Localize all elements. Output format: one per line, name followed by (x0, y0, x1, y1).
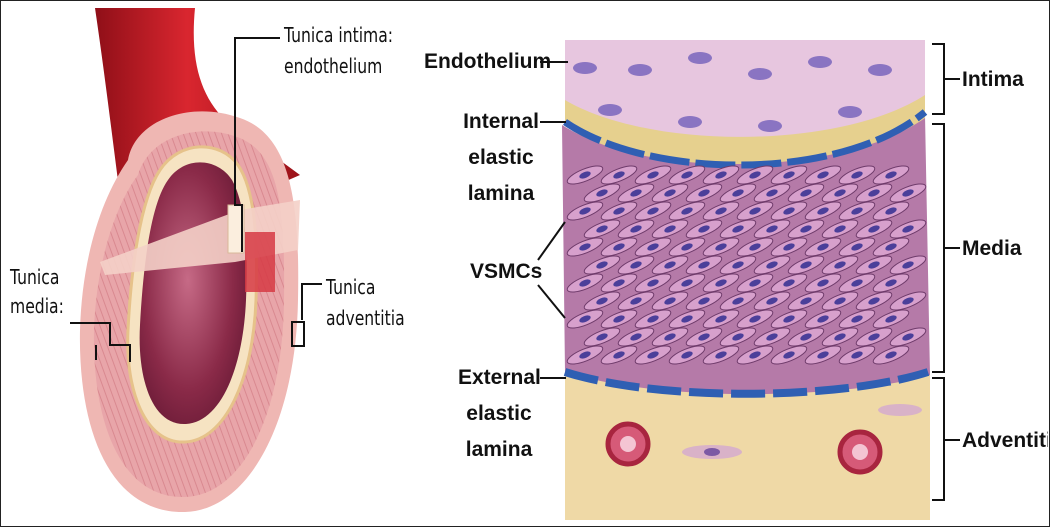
tunica-media-line2: media: (10, 295, 64, 318)
internal-line3: lamina (462, 182, 540, 206)
tunica-media-label: Tunica media: (10, 266, 64, 318)
external-line3: lamina (458, 438, 540, 462)
endothelial-cell-nucleus (808, 56, 832, 68)
intima-label: Intima (962, 68, 1024, 92)
vsmcs-label: VSMCs (470, 260, 542, 284)
adventitia-bracket (932, 378, 944, 500)
endothelial-cell-nucleus (868, 64, 892, 76)
internal-line1: Internal (462, 110, 540, 134)
internal-line2: elastic (462, 146, 540, 170)
tunica-adventitia-label: Tunica adventitia (326, 276, 405, 330)
adventitia-label: Adventitia (962, 429, 1048, 453)
endothelial-cell-nucleus (758, 120, 782, 132)
tunica-intima-line1: Tunica intima: (284, 24, 393, 47)
external-elastic-lamina-label: External elastic lamina (458, 366, 540, 462)
endothelial-cell-nucleus (838, 106, 862, 118)
endothelial-cell-nucleus (628, 64, 652, 76)
media-bracket (932, 124, 944, 372)
endothelial-cell-nucleus (573, 62, 597, 74)
tunica-intima-line2: endothelium (284, 55, 393, 78)
endothelial-cell-nucleus (678, 116, 702, 128)
histology-panel (562, 40, 930, 520)
vsmcs-leader-bottom (538, 285, 565, 318)
endothelial-cell-nucleus (748, 68, 772, 80)
media-cut-block (245, 232, 275, 292)
endothelial-cell-nucleus (598, 104, 622, 116)
external-line2: elastic (458, 402, 540, 426)
tunica-media-line1: Tunica (10, 266, 64, 289)
tunica-intima-label: Tunica intima: endothelium (284, 24, 393, 78)
adventitia-leader-line (302, 284, 322, 320)
endothelial-cell-nucleus (688, 52, 712, 64)
vsmcs-leader-top (538, 222, 565, 260)
endothelium-label: Endothelium (424, 50, 551, 74)
media-label: Media (962, 237, 1022, 261)
external-line1: External (458, 366, 540, 390)
tunica-adventitia-line2: adventitia (326, 307, 405, 330)
intima-bracket (932, 44, 944, 114)
tunica-adventitia-line1: Tunica (326, 276, 405, 299)
internal-elastic-lamina-label: Internal elastic lamina (462, 110, 540, 206)
